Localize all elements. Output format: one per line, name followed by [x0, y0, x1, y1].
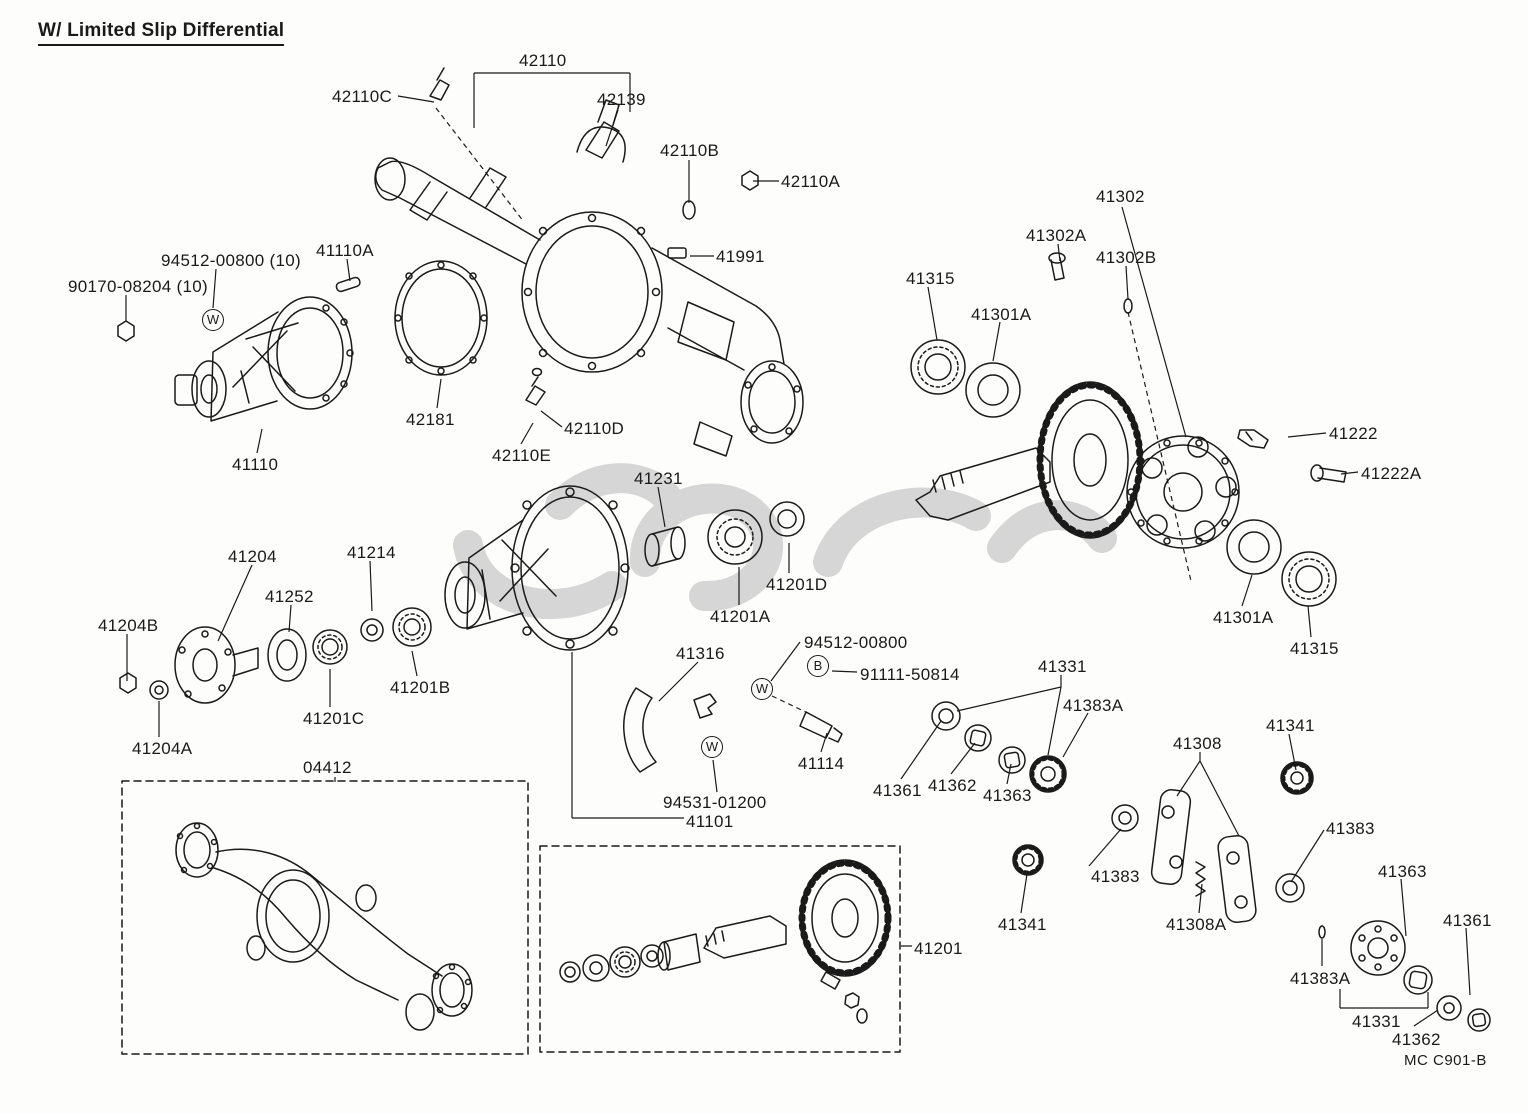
part-number-label: 94512-00800	[804, 633, 908, 652]
part-number-label: 41316	[676, 644, 725, 663]
part-number-label: 94512-00800 (10)	[161, 251, 301, 270]
part-number-label: 41201A	[710, 607, 771, 626]
part-number-label: 42181	[406, 410, 455, 429]
diagram-title: W/ Limited Slip Differential	[38, 20, 285, 46]
part-number-label: 42110E	[492, 446, 552, 465]
part-number-label: 41341	[998, 915, 1047, 934]
part-number-label: 41308A	[1166, 915, 1227, 934]
part-number-label: 41231	[634, 469, 683, 488]
part-number-label: 41302A	[1026, 226, 1087, 245]
part-number-label: 41222	[1329, 424, 1378, 443]
part-number-label: 41341	[1266, 716, 1315, 735]
lsd-internals-drawing	[931, 701, 1314, 903]
leader-lines	[125, 72, 1471, 1027]
gasket-drawing	[394, 260, 488, 376]
part-number-label: 41315	[1290, 639, 1339, 658]
part-number-label: 41383	[1326, 819, 1375, 838]
axle-housing-inset-drawing	[175, 822, 473, 1031]
part-number-label: 41991	[716, 247, 765, 266]
circled-letter-symbol: W	[751, 678, 773, 700]
part-number-label: 42139	[597, 90, 646, 109]
part-number-label: 42110	[519, 51, 567, 70]
part-number-label: 41204	[228, 547, 277, 566]
bearing-cap-drawing	[623, 687, 843, 773]
housing-fittings-drawing	[117, 67, 759, 406]
companion-flange-drawing	[119, 607, 432, 704]
part-number-label: 41308	[1173, 734, 1222, 753]
part-number-label: 41361	[1443, 911, 1492, 930]
part-number-label: 41114	[798, 754, 845, 773]
part-number-label: 41383	[1091, 867, 1140, 886]
part-number-label: 41363	[1378, 862, 1427, 881]
part-number-label: 41201D	[766, 575, 828, 594]
part-number-label: 41331	[1352, 1012, 1401, 1031]
part-number-label: 41362	[928, 776, 977, 795]
part-number-label: 41252	[265, 587, 314, 606]
circled-letter-symbol: W	[202, 309, 224, 331]
diff-carrier-left-drawing	[174, 296, 354, 422]
circled-letter-symbol: W	[701, 736, 723, 758]
part-number-label: 42110C	[332, 87, 393, 106]
part-number-label: 41204A	[132, 739, 193, 758]
diff-carrier-center-drawing	[444, 485, 630, 651]
part-number-label: 91111-50814	[860, 665, 960, 684]
part-number-label: 41110	[232, 455, 279, 474]
circled-letter-symbol: B	[807, 655, 829, 677]
axle-housing-drawing	[374, 126, 804, 457]
part-number-label: 41362	[1392, 1030, 1441, 1049]
part-number-label: 04412	[303, 758, 352, 777]
part-number-label: 41201C	[303, 709, 365, 728]
lock-plates-drawing	[1150, 789, 1257, 923]
part-number-label: 42110D	[564, 419, 625, 438]
inset-boxes	[121, 780, 901, 1055]
part-number-label: 41101	[686, 812, 734, 831]
side-bearings-drawing	[910, 339, 1337, 607]
part-number-label: 90170-08204 (10)	[68, 277, 208, 296]
part-number-label: 41201B	[390, 678, 451, 697]
final-gear-kit-inset-drawing	[559, 859, 892, 1024]
ring-gear-diff-case-drawing	[915, 381, 1240, 549]
part-number-label: 41383A	[1290, 969, 1351, 988]
part-number-label: 41383A	[1063, 696, 1124, 715]
pinion-bearing-stack-drawing	[644, 501, 805, 567]
part-number-label: 41214	[347, 543, 396, 562]
part-number-label: 41302	[1096, 187, 1145, 206]
part-number-label: 41301A	[1213, 608, 1274, 627]
part-number-label: 42110A	[781, 172, 841, 191]
part-number-label: 41331	[1038, 657, 1087, 676]
part-number-label: 41361	[873, 781, 922, 800]
part-number-label: 41301A	[971, 305, 1032, 324]
part-number-label: 94531-01200	[663, 793, 767, 812]
part-number-label: 41363	[983, 786, 1032, 805]
part-number-label: 41302B	[1096, 248, 1157, 267]
part-number-label: 42110B	[660, 141, 720, 160]
bottom-right-hub-drawing	[1318, 920, 1491, 1032]
part-number-label: 41201	[914, 939, 963, 958]
part-number-label: 41222A	[1361, 464, 1422, 483]
part-number-label: 41110A	[316, 241, 374, 260]
page-code: MC C901-B	[1404, 1052, 1487, 1069]
part-number-label: 41315	[906, 269, 955, 288]
part-number-label: 41204B	[98, 616, 159, 635]
